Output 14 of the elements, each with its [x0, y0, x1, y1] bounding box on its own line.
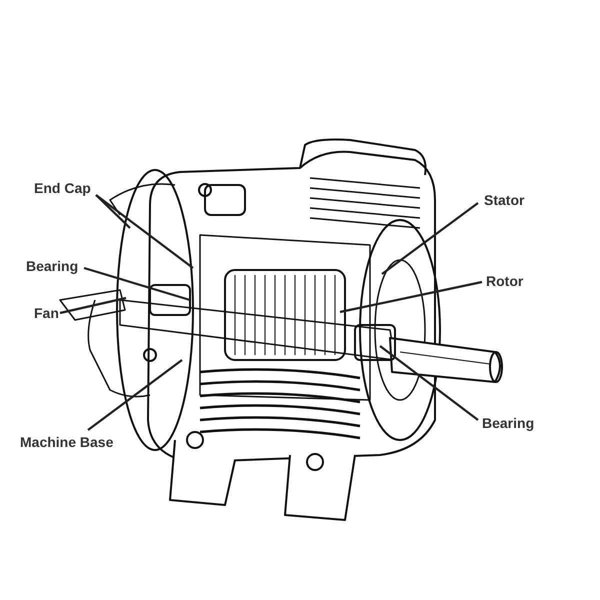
- leader-line: [87, 359, 183, 431]
- leader-line: [340, 280, 482, 314]
- part-label: Fan: [34, 305, 59, 321]
- part-label: End Cap: [34, 180, 91, 196]
- part-label: Stator: [484, 192, 524, 208]
- part-label: Machine Base: [20, 434, 114, 450]
- leader-line: [381, 202, 479, 275]
- leader-line: [95, 194, 131, 229]
- leader-line: [95, 194, 194, 269]
- part-label: Rotor: [486, 273, 524, 289]
- part-label: Bearing: [26, 258, 78, 274]
- leader-line: [84, 266, 190, 302]
- part-label: Bearing: [482, 415, 534, 431]
- leader-line: [379, 345, 479, 421]
